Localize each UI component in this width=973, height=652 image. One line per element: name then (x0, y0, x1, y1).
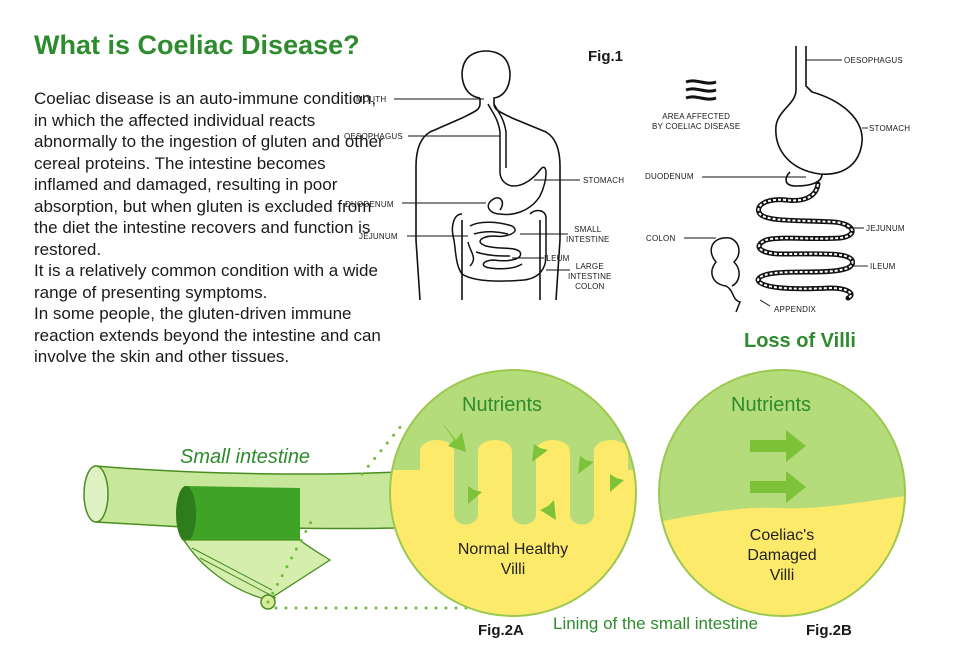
fig2a-nutrients-label: Nutrients (462, 394, 543, 416)
fig2a-caption: Fig.2A (478, 622, 524, 639)
gut-leader-lines (684, 59, 868, 307)
label-oesophagus: OESOPHAGUS (344, 132, 403, 141)
label-stomach: STOMACH (583, 176, 625, 185)
intro-text: Coeliac disease is an auto-immune condit… (34, 88, 394, 368)
fig2a-nutrient-arrows (440, 420, 628, 520)
label-ileum: ILEUM (544, 254, 570, 263)
colon-drawing (710, 237, 742, 313)
label-jejunum: JEJUNUM (359, 232, 398, 241)
fig2b-nutrients-label: Nutrients (731, 394, 812, 416)
label-gut-duodenum: DUODENUM (645, 172, 694, 181)
label-mouth: MOUTH (356, 95, 387, 104)
label-gut-colon: COLON (646, 234, 676, 243)
gut-detail-drawing (775, 46, 863, 187)
body-leader-lines (394, 98, 580, 271)
label-gut-ileum: ILEUM (870, 262, 896, 271)
loss-of-villi-heading: Loss of Villi (744, 330, 856, 352)
label-gut-stomach: STOMACH (869, 124, 911, 133)
fig2b-nutrient-arrows (750, 430, 806, 503)
digestive-tract-drawing (451, 103, 547, 282)
label-duodenum: DUODENUM (345, 200, 394, 209)
lining-label: Lining of the small intestine (553, 614, 759, 633)
legend-wave-icon (685, 79, 717, 101)
page-title: What is Coeliac Disease? (34, 30, 360, 60)
label-small-intestine: SMALL INTESTINE (566, 225, 610, 244)
label-gut-oesophagus: OESOPHAGUS (844, 56, 903, 65)
body-outline-drawing (415, 50, 561, 301)
gut-coils-inner (756, 183, 854, 299)
label-large-intestine: LARGE INTESTINE COLON (568, 262, 612, 291)
intro-paragraph-2: It is a relatively common condition with… (34, 261, 378, 302)
fig2b-caption: Fig.2B (806, 622, 852, 639)
intro-paragraph-3: In some people, the gluten-driven immune… (34, 304, 381, 366)
legend-area-affected: AREA AFFECTED BY COELIAC DISEASE (652, 112, 741, 131)
label-gut-jejunum: JEJUNUM (866, 224, 905, 233)
intro-paragraph-1: Coeliac disease is an auto-immune condit… (34, 89, 384, 259)
fig2a-villi-caption: Normal Healthy Villi (457, 541, 569, 578)
fig2a-circle (389, 369, 637, 617)
small-intestine-label: Small intestine (180, 446, 311, 468)
label-gut-appendix: APPENDIX (774, 305, 817, 314)
fig2b-villi-caption: Coeliac's Damaged Villi (747, 527, 817, 584)
fig1-caption: Fig.1 (588, 48, 624, 65)
gut-coils (755, 181, 855, 301)
small-intestine-tube (83, 465, 397, 610)
